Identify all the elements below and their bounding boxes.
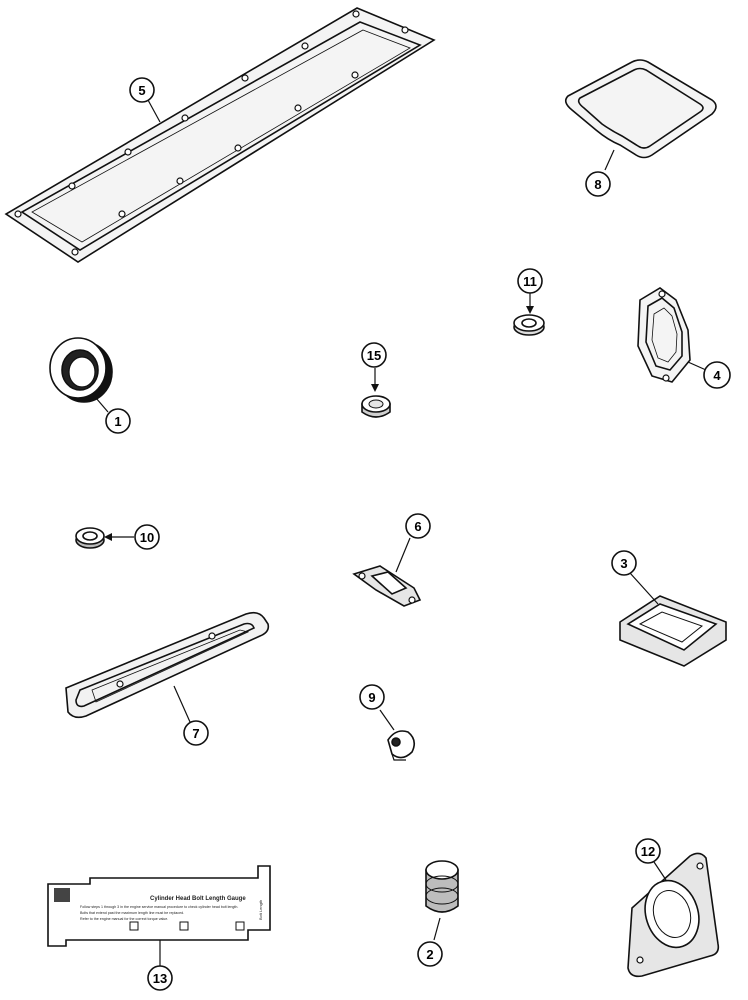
callout-8: 8	[585, 149, 615, 197]
part-2-cup-plug	[425, 860, 459, 913]
callout-13-label: 13	[153, 971, 167, 986]
gauge-line-2: Bolts that extend past the maximum lengt…	[80, 911, 184, 915]
callout-12: 12	[635, 838, 667, 881]
part-1-oil-seal	[49, 337, 113, 403]
callout-10: 10	[104, 524, 160, 550]
callout-15: 15	[361, 342, 387, 392]
callout-1: 1	[95, 397, 131, 434]
callout-4-label: 4	[713, 368, 721, 383]
callout-12-label: 12	[641, 844, 655, 859]
callout-11-label: 11	[523, 274, 537, 289]
part-5-valve-cover-gasket	[4, 7, 436, 263]
callout-9-label: 9	[368, 690, 375, 705]
callout-2: 2	[417, 917, 443, 967]
part-7-flat-gasket	[65, 611, 270, 719]
part-11-seal-ring	[513, 314, 545, 336]
part-4-manifold-gasket	[637, 287, 691, 383]
gauge-line-1: Follow steps 1 through 3 in the engine s…	[80, 905, 238, 909]
callout-6: 6	[395, 513, 431, 573]
callout-7-label: 7	[192, 726, 199, 741]
callout-8-label: 8	[594, 177, 601, 192]
gauge-title: Cylinder Head Bolt Length Gauge	[150, 896, 246, 902]
callout-5: 5	[129, 77, 161, 123]
callout-4: 4	[687, 361, 731, 389]
callout-3-label: 3	[620, 556, 627, 571]
callout-13: 13	[147, 940, 173, 991]
part-3-turbo-gasket	[619, 595, 727, 667]
part-13-bolt-gauge: Cylinder Head Bolt Length Gauge Follow s…	[47, 865, 271, 947]
gauge-line-3: Refer to the engine manual for the corre…	[80, 917, 168, 921]
part-15-plug	[361, 395, 391, 418]
callout-2-label: 2	[426, 947, 433, 962]
callout-3: 3	[611, 550, 659, 605]
callout-11: 11	[517, 268, 543, 314]
part-9-clip	[387, 730, 416, 761]
callout-15-label: 15	[367, 348, 381, 363]
callout-5-label: 5	[138, 83, 145, 98]
gauge-side-text: Bolt Length	[258, 900, 263, 920]
callout-7: 7	[173, 685, 209, 746]
callout-1-label: 1	[114, 414, 121, 429]
part-12-exhaust-gasket	[627, 852, 720, 978]
callout-6-label: 6	[414, 519, 421, 534]
gauge-barcode	[54, 888, 70, 902]
callout-10-label: 10	[140, 530, 154, 545]
part-10-washer	[75, 527, 105, 549]
part-8-gasket	[564, 59, 717, 159]
part-6-small-gasket	[352, 565, 422, 607]
callout-9: 9	[359, 684, 395, 731]
